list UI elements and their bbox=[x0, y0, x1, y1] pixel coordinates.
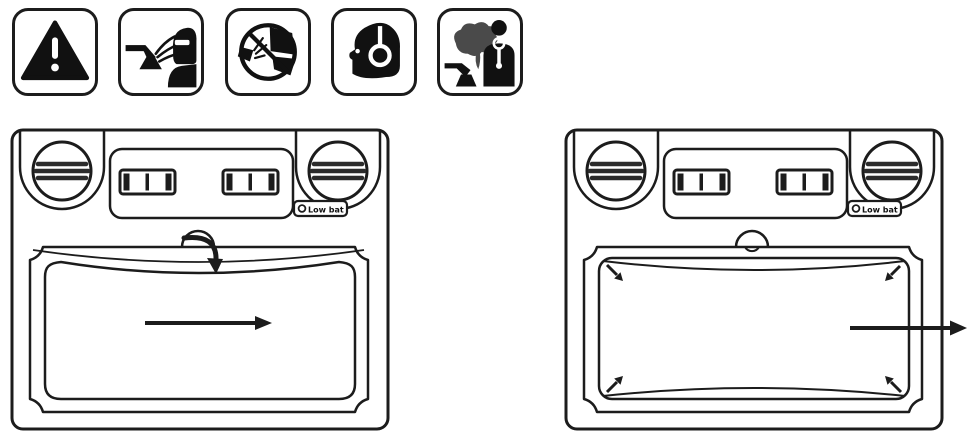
cartridge-shell bbox=[10, 128, 390, 431]
warning-icon bbox=[12, 8, 98, 96]
left-knob-housing bbox=[572, 131, 660, 211]
flex-down-curved-arrow bbox=[181, 234, 223, 274]
low-battery-led bbox=[851, 204, 861, 213]
ear-protection-glyph bbox=[349, 22, 400, 79]
slider-switch-2 bbox=[221, 168, 280, 196]
control-panel bbox=[662, 147, 849, 220]
lens-frame bbox=[28, 245, 370, 414]
lens-top-bow bbox=[602, 260, 906, 271]
left-knob-housing bbox=[18, 131, 106, 211]
tab-notch bbox=[744, 246, 760, 253]
low-battery-label: Low bat bbox=[862, 206, 898, 215]
slide-right-arrow bbox=[145, 316, 272, 330]
arc-flash-glyph bbox=[125, 27, 197, 88]
welding-fumes-glyph bbox=[444, 20, 515, 87]
left-knob-ridges bbox=[587, 161, 645, 181]
slider-switch-1 bbox=[672, 168, 731, 196]
low-battery-label: Low bat bbox=[308, 206, 344, 215]
release-tab bbox=[180, 229, 216, 248]
lens-frame bbox=[582, 245, 924, 414]
right-knob-ridges bbox=[309, 161, 367, 181]
lens-removal-diagram: Low bat bbox=[10, 128, 390, 431]
corner-seat-arrows bbox=[605, 263, 903, 394]
flexed-lens-upper-edge bbox=[32, 249, 365, 263]
left-knob-ridges bbox=[33, 161, 91, 181]
lens-bottom-bow bbox=[602, 387, 906, 397]
arc-flash-icon bbox=[118, 8, 204, 96]
control-panel bbox=[108, 147, 295, 220]
right-knob-ridges bbox=[863, 161, 921, 181]
slider-switch-2 bbox=[775, 168, 834, 196]
low-battery-badge: Low bat bbox=[292, 199, 349, 218]
welding-fumes-icon bbox=[437, 8, 523, 96]
prohibition-glyph bbox=[237, 23, 297, 81]
low-battery-badge: Low bat bbox=[846, 199, 903, 218]
release-tab bbox=[734, 229, 770, 248]
prohibition-icon bbox=[225, 8, 311, 96]
cover-lens-flexed bbox=[43, 260, 357, 401]
ear-protection-icon bbox=[331, 8, 417, 96]
cartridge-shell bbox=[564, 128, 944, 431]
warning-triangle-glyph bbox=[20, 20, 90, 81]
low-battery-led bbox=[297, 204, 307, 213]
lens-installation-diagram: Low bat bbox=[564, 128, 967, 431]
slider-switch-1 bbox=[118, 168, 177, 196]
slide-out-right-arrow bbox=[850, 320, 967, 336]
